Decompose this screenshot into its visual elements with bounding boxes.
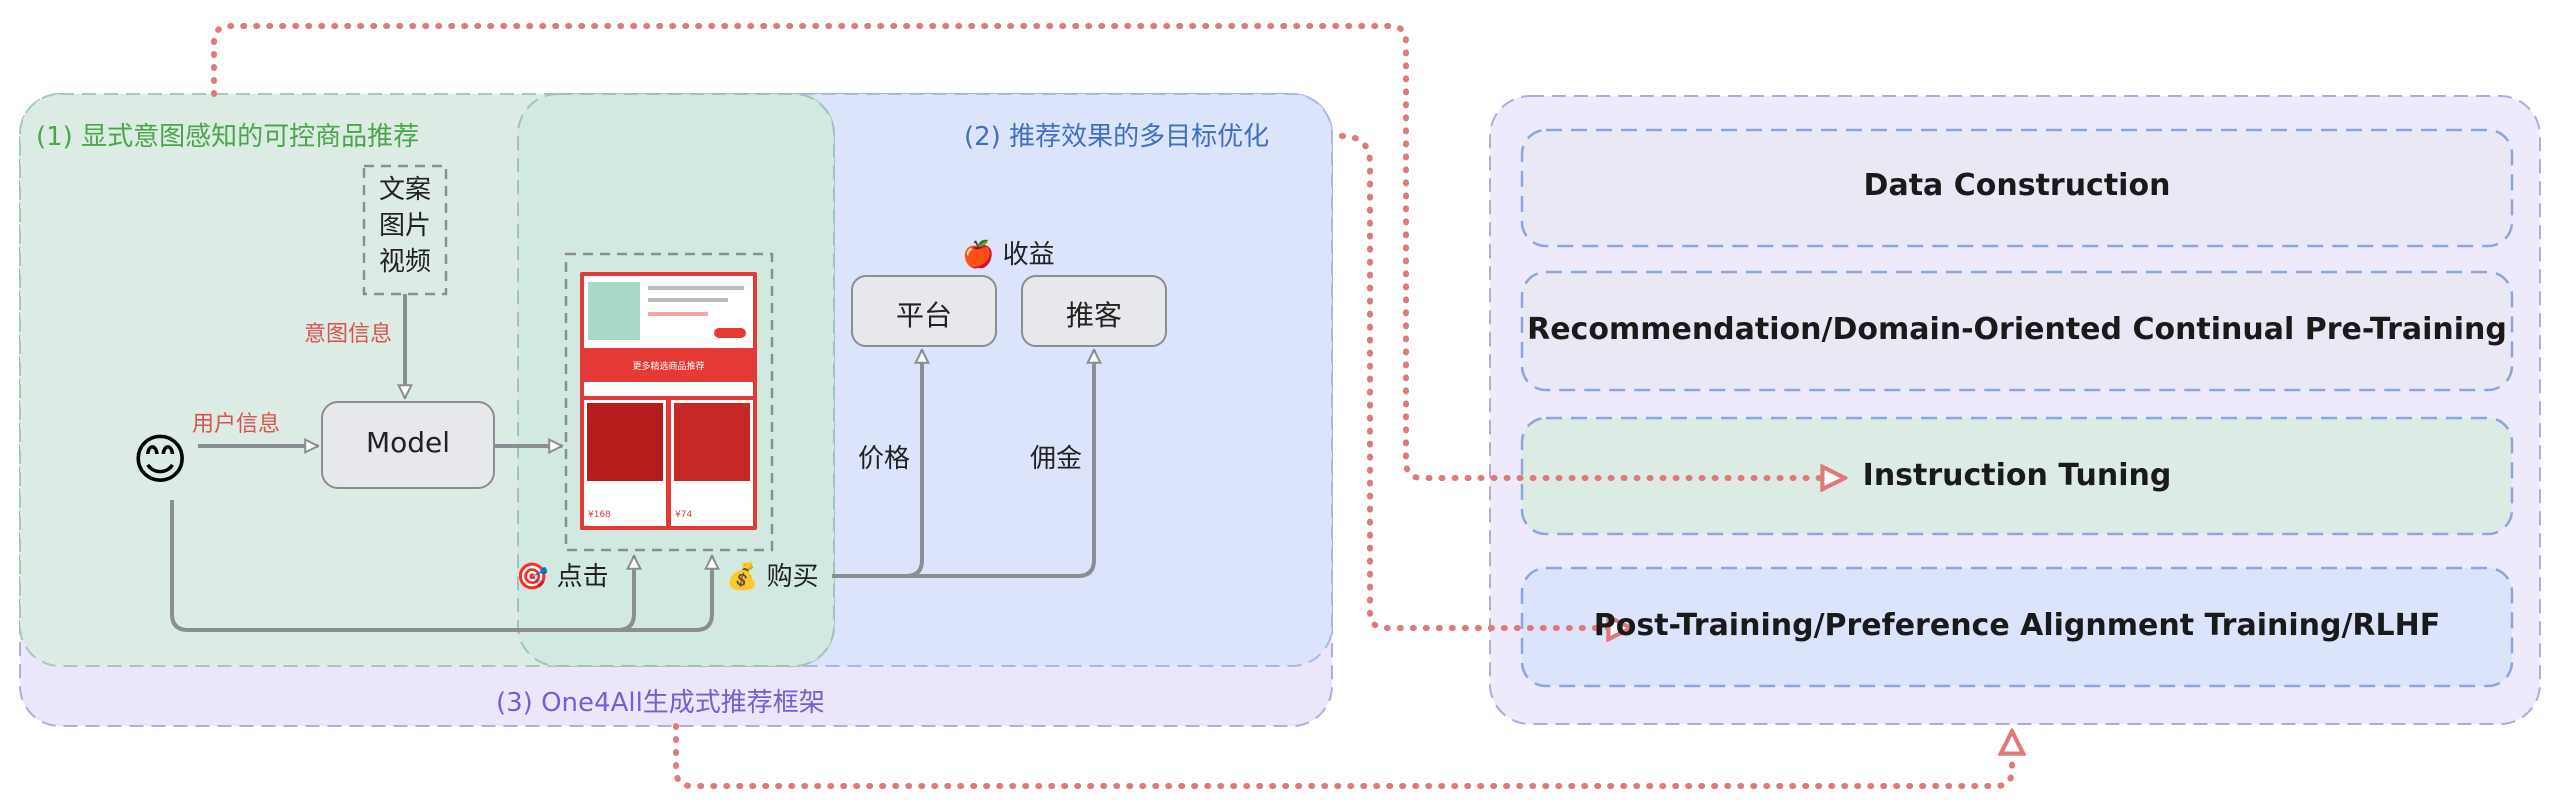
arrow-purchase-to-promoter bbox=[900, 350, 1094, 578]
stage-post-training: Post-Training/Preference Alignment Train… bbox=[1593, 608, 2441, 643]
promoter-box bbox=[1021, 275, 1167, 347]
connector-intent-to-instruction bbox=[211, 23, 1842, 478]
phone-product-header bbox=[584, 276, 753, 348]
intent-info-label: 意图信息 bbox=[304, 322, 393, 347]
phone-frame bbox=[564, 252, 774, 552]
phone-screenshot: 更多精选商品推荐 ¥168 ¥74 bbox=[580, 272, 757, 530]
click-label: 🎯 点击 bbox=[516, 562, 609, 592]
platform-box bbox=[851, 275, 997, 347]
purchase-label: 💰 购买 bbox=[726, 562, 819, 592]
stage-box-post bbox=[1520, 566, 2514, 688]
stage-data-construction: Data Construction bbox=[1863, 168, 2171, 203]
user-emoji-icon: 😊 bbox=[132, 428, 189, 491]
revenue-label: 🍎 收益 bbox=[962, 240, 1055, 270]
stage-box-cpt bbox=[1520, 270, 2514, 392]
content-type-video: 视频 bbox=[378, 247, 431, 277]
content-type-copy: 文案 bbox=[378, 175, 431, 205]
phone-tabs bbox=[584, 382, 753, 396]
product-price-right: ¥74 bbox=[675, 510, 693, 520]
product-card-left: ¥168 bbox=[584, 400, 666, 526]
connector-framework-to-pipeline bbox=[673, 723, 2012, 789]
commission-label: 佣金 bbox=[1030, 444, 1083, 474]
arrow-user-to-click bbox=[170, 500, 634, 632]
section2-title: (2) 推荐效果的多目标优化 bbox=[964, 122, 1270, 152]
price-label: 价格 bbox=[858, 444, 911, 474]
product-thumbnail bbox=[588, 282, 640, 340]
phone-banner: 更多精选商品推荐 bbox=[632, 362, 705, 372]
product-price-left: ¥168 bbox=[588, 510, 611, 520]
stage-instruction-tuning: Instruction Tuning bbox=[1862, 458, 2172, 493]
content-type-box bbox=[362, 164, 448, 296]
stage-box-data bbox=[1520, 128, 2514, 248]
section1-title: (1) 显式意图感知的可控商品推荐 bbox=[36, 122, 420, 152]
connector-multiobjective-to-post bbox=[1339, 133, 1628, 628]
user-info-label: 用户信息 bbox=[192, 412, 281, 437]
section3-title: (3) One4All生成式推荐框架 bbox=[496, 688, 825, 718]
arrow-user-to-purchase bbox=[620, 556, 712, 632]
content-type-image: 图片 bbox=[378, 211, 431, 241]
stage-box-instruction bbox=[1520, 416, 2514, 536]
promoter-label: 推客 bbox=[1065, 299, 1122, 332]
model-label: Model bbox=[365, 426, 451, 459]
content-types: 文案 图片 视频 bbox=[372, 172, 438, 280]
platform-label: 平台 bbox=[895, 299, 952, 332]
stage-continual-pretraining: Recommendation/Domain-Oriented Continual… bbox=[1527, 312, 2507, 347]
product-card-right: ¥74 bbox=[671, 400, 753, 526]
